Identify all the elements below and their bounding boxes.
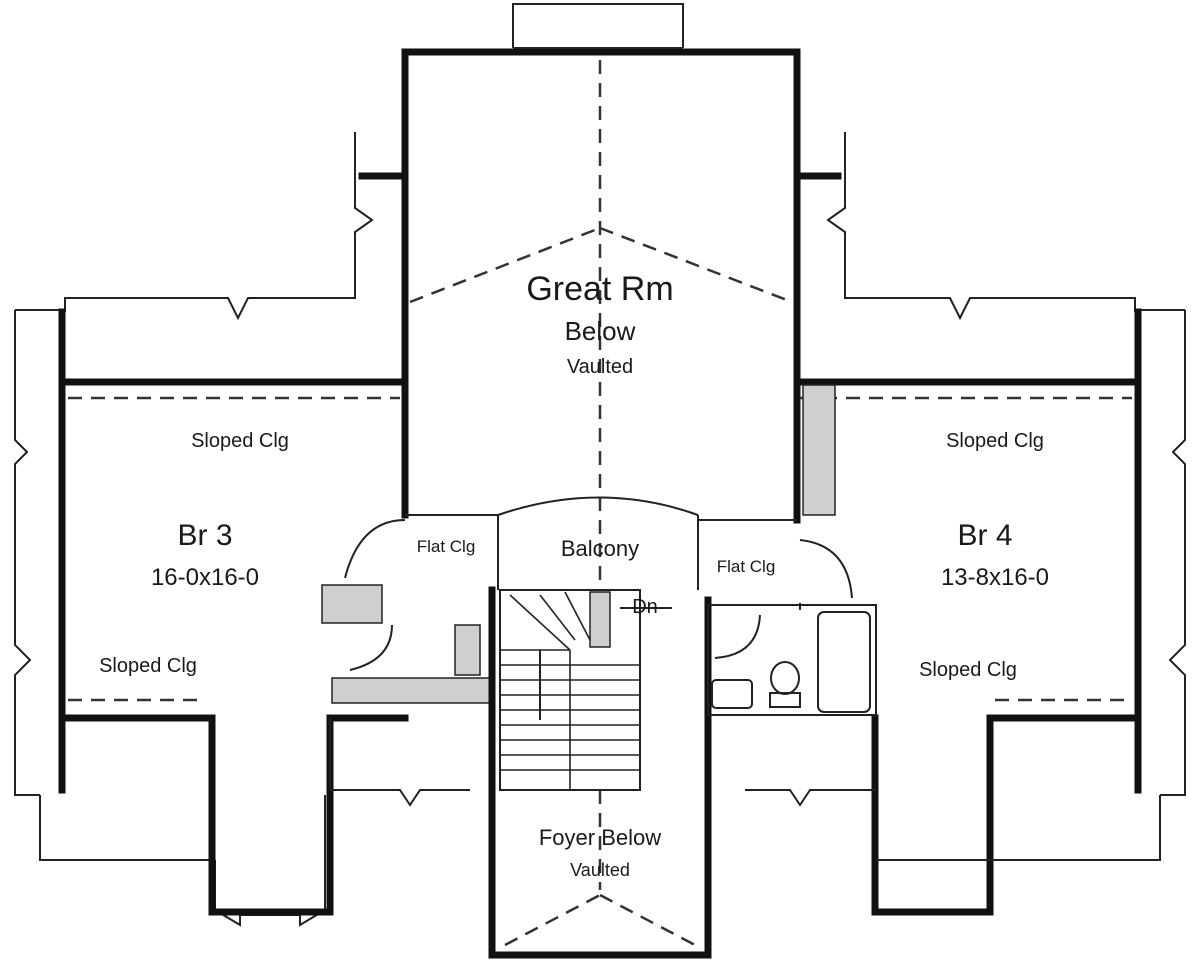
staircase [499, 589, 641, 791]
bedroom-4-walls [745, 308, 1160, 916]
chimney [512, 3, 684, 48]
foyer-vault-lines [504, 790, 696, 947]
sloped-ceiling-lines [68, 396, 1132, 702]
foyer-note: Vaulted [570, 860, 630, 880]
great-room-line2: Below [565, 316, 636, 346]
bedroom-3-size: 16-0x16-0 [151, 564, 259, 591]
bedroom-3-ceiling-bottom: Sloped Clg [99, 655, 197, 677]
stairs-down-label: Dn [632, 596, 658, 618]
bedroom-3-name: Br 3 [177, 519, 232, 552]
bedroom-3-ceiling-top: Sloped Clg [191, 430, 289, 452]
bedroom-4-size: 13-8x16-0 [941, 564, 1049, 591]
balcony-label: Balcony [561, 536, 639, 561]
bathroom [707, 603, 877, 716]
flat-ceiling-right-label: Flat Clg [717, 557, 776, 576]
great-room-line3: Vaulted [567, 356, 633, 378]
vault-lines [409, 60, 793, 580]
bedroom-3-walls [58, 308, 470, 916]
right-roof-outline [826, 132, 1186, 861]
great-room-walls [358, 47, 842, 524]
bedroom-4-name: Br 4 [957, 519, 1012, 552]
flat-ceiling-left-label: Flat Clg [417, 537, 476, 556]
foyer-label: Foyer Below [539, 825, 661, 850]
bedroom-4-ceiling-bottom: Sloped Clg [919, 659, 1017, 681]
bedroom-4-ceiling-top: Sloped Clg [946, 430, 1044, 452]
great-room-name: Great Rm [526, 270, 673, 308]
closets [321, 384, 836, 704]
center-core-walls [344, 496, 853, 959]
